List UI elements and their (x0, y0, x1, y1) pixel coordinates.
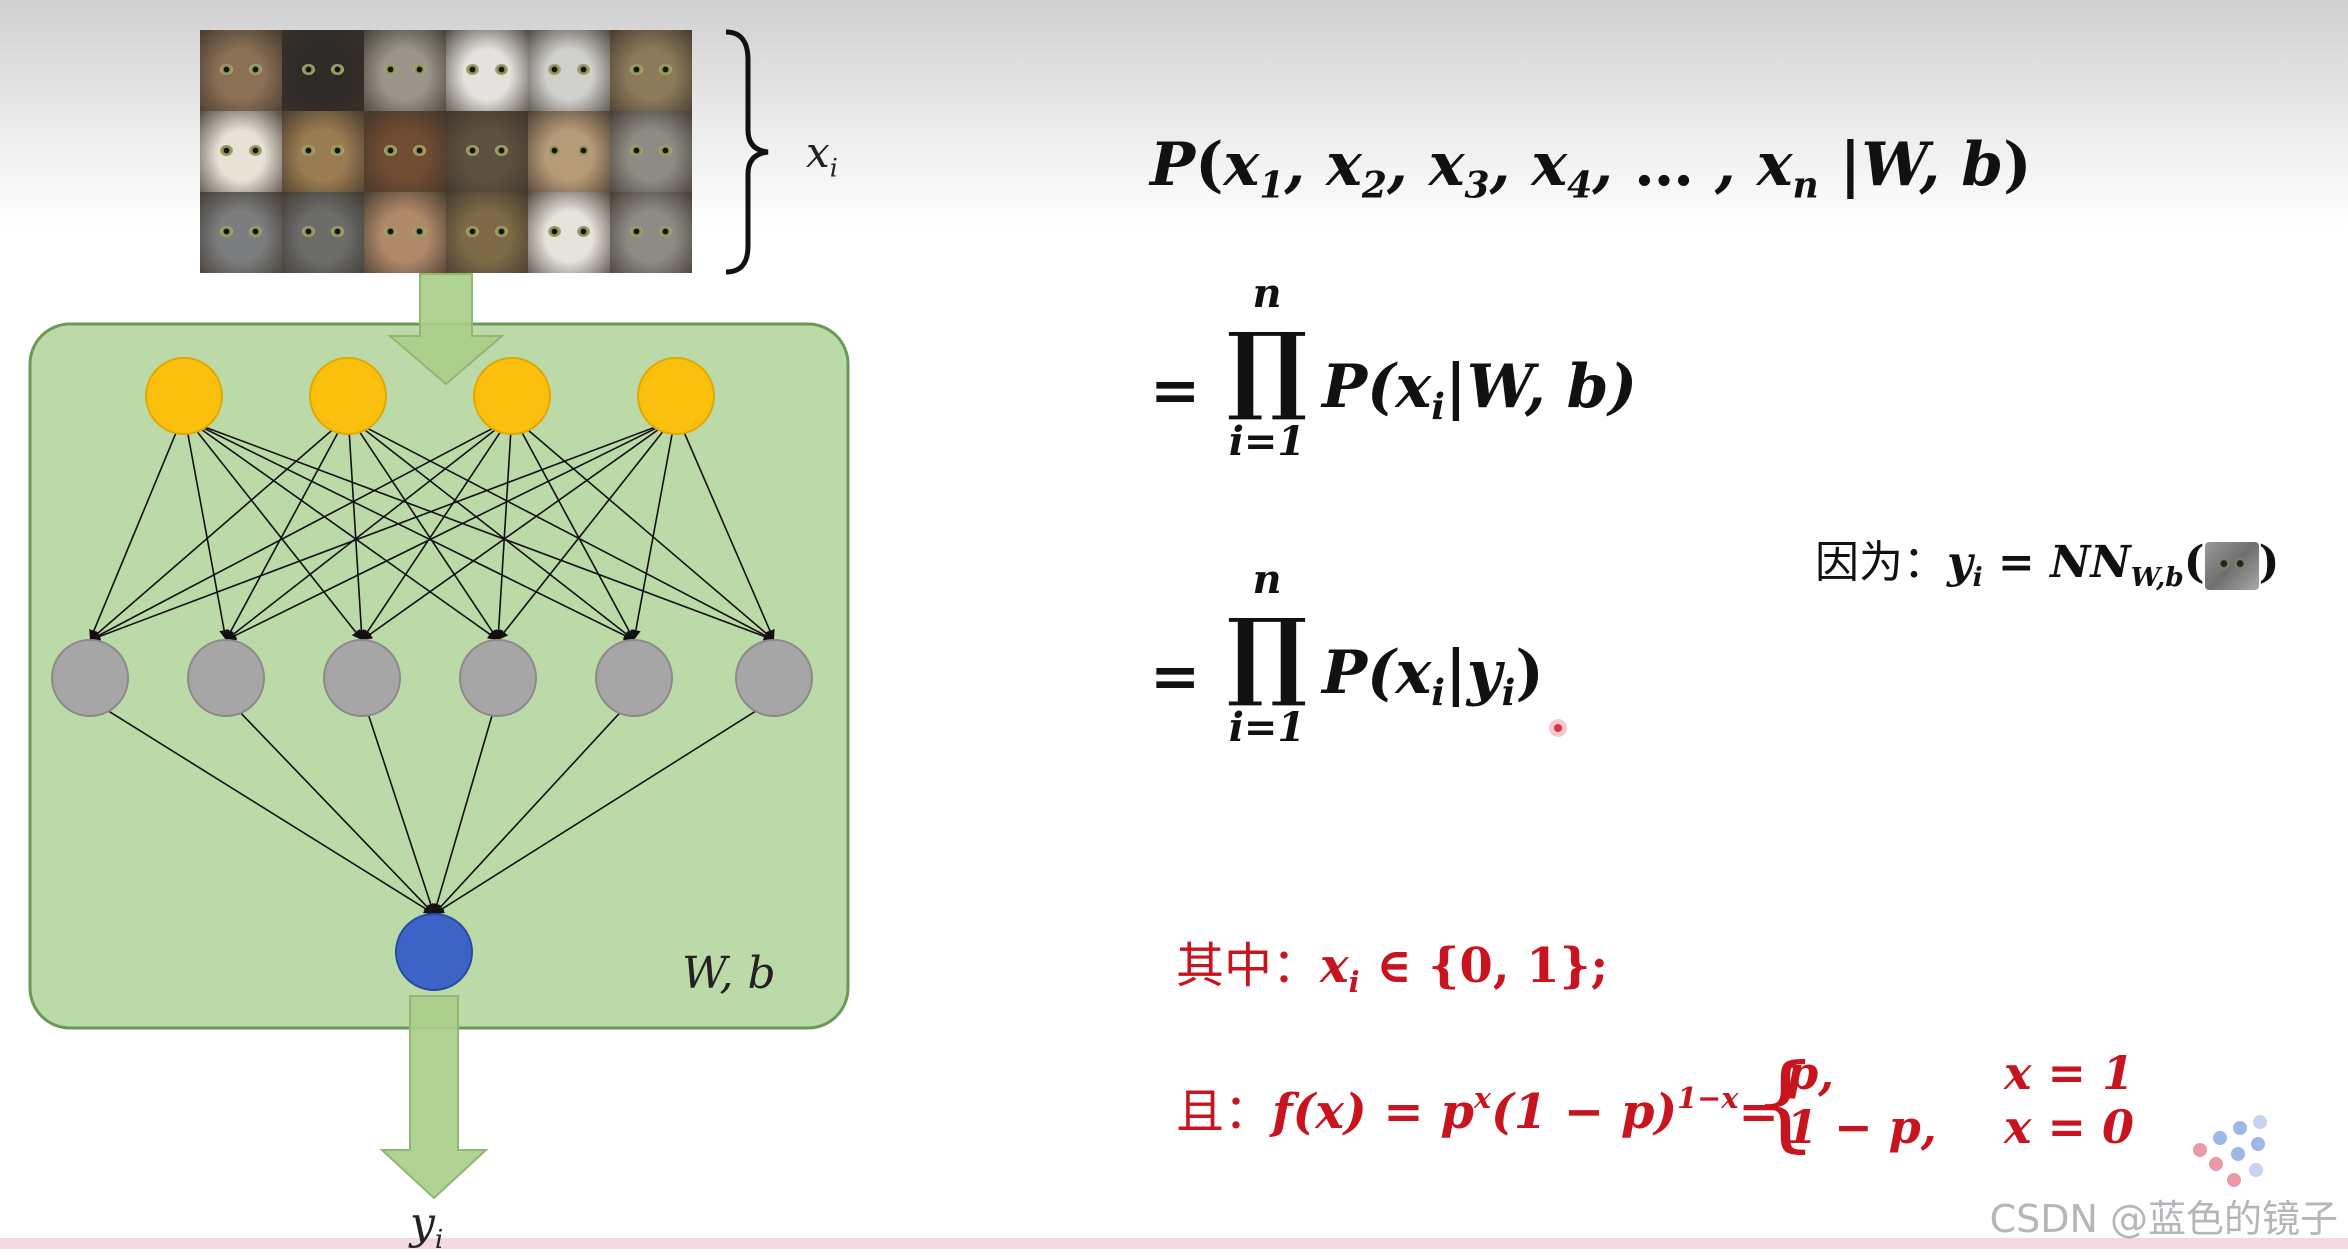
input-label: xi (806, 128, 838, 182)
case-1-value: p, (1786, 1046, 1834, 1100)
input-brace (726, 32, 768, 272)
hidden-node (596, 640, 672, 716)
pointer-dot (1546, 716, 1570, 740)
hidden-node (324, 640, 400, 716)
decorative-dots (2180, 1110, 2330, 1200)
step2-product: n ∏ i=1 (1212, 558, 1322, 750)
step2-equals: = (1150, 642, 1200, 712)
bernoulli-formula: 且：f(x) = px(1 − p)1−x= (1176, 1072, 1779, 1142)
case-2-condition: x = 0 (2004, 1100, 2134, 1154)
params-label: W, b (682, 948, 776, 999)
input-node (146, 358, 222, 434)
cat-thumbnail (2205, 542, 2259, 590)
case-2-value: 1 − p, (1786, 1100, 1937, 1154)
case-1-condition: x = 1 (2004, 1046, 2134, 1100)
hidden-node (460, 640, 536, 716)
nn-definition-note: 因为：yi = NNW,b() (1815, 526, 2279, 593)
step1-product: n ∏ i=1 (1212, 272, 1322, 464)
input-node (474, 358, 550, 434)
output-node (396, 914, 472, 990)
input-node (638, 358, 714, 434)
step2-term: P(xi|yi) (1322, 638, 1544, 715)
step1-term: P(xi|W, b) (1322, 352, 1637, 429)
step1-equals: = (1150, 356, 1200, 426)
hidden-node (736, 640, 812, 716)
joint-probability: P(x1, x2, x3, x4, … , xn |W, b) (1150, 130, 2032, 207)
output-label: yi (410, 1198, 443, 1255)
domain-note: 其中：xi ∈ {0, 1}; (1176, 926, 1608, 999)
hidden-node (188, 640, 264, 716)
input-node (310, 358, 386, 434)
watermark: CSDN @蓝色的镜子 (1990, 1188, 2338, 1243)
hidden-node (52, 640, 128, 716)
